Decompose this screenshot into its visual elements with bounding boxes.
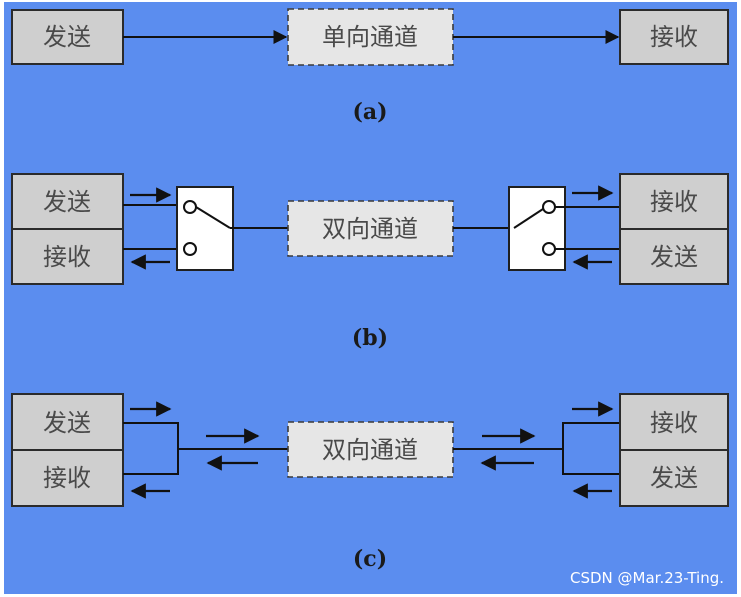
- a-recv-label: 接收: [650, 23, 698, 51]
- b-channel-label: 双向通道: [322, 215, 418, 243]
- c-left-send-label: 发送: [43, 409, 91, 437]
- c-right-send-block: 发送: [619, 449, 729, 507]
- c-left-recv-label: 接收: [43, 464, 91, 492]
- diagram-background: [4, 2, 737, 594]
- b-right-switch: [508, 186, 566, 271]
- b-right-send-label: 发送: [650, 243, 698, 271]
- caption-b: (b): [352, 325, 388, 351]
- c-right-recv-label: 接收: [650, 409, 698, 437]
- b-right-switch-contact-bottom: [542, 242, 556, 256]
- c-duplex-channel: 双向通道: [287, 421, 454, 478]
- b-left-switch-contact-top: [183, 200, 197, 214]
- b-left-recv-block: 接收: [11, 228, 124, 285]
- a-send-block: 发送: [11, 9, 124, 65]
- b-right-switch-lever: [513, 208, 544, 229]
- b-left-send-label: 发送: [43, 188, 91, 216]
- panel-c: 发送 接收 双向通道 接收 发送 (c): [11, 393, 729, 572]
- c-left-send-block: 发送: [11, 393, 124, 451]
- panel-a: 发送 单向通道 接收 (a): [11, 8, 729, 125]
- b-duplex-channel: 双向通道: [287, 200, 454, 257]
- caption-a: (a): [352, 99, 387, 125]
- b-right-recv-label: 接收: [650, 188, 698, 216]
- panel-b: 发送 接收 双向通道: [11, 173, 729, 351]
- a-channel-label: 单向通道: [322, 23, 418, 51]
- caption-c: (c): [353, 546, 387, 572]
- c-right-bus: [562, 422, 620, 475]
- c-left-recv-block: 接收: [11, 449, 124, 507]
- a-send-label: 发送: [43, 23, 91, 51]
- c-channel-label: 双向通道: [322, 436, 418, 464]
- a-simplex-channel: 单向通道: [287, 8, 454, 66]
- b-right-switch-contact-top: [542, 200, 556, 214]
- watermark: CSDN @Mar.23-Ting.: [570, 569, 724, 587]
- b-right-send-block: 发送: [619, 228, 729, 285]
- a-recv-block: 接收: [619, 9, 729, 65]
- c-right-send-label: 发送: [650, 464, 698, 492]
- c-right-recv-block: 接收: [619, 393, 729, 451]
- b-left-switch-contact-bottom: [183, 242, 197, 256]
- b-left-recv-label: 接收: [43, 243, 91, 271]
- b-right-recv-block: 接收: [619, 173, 729, 230]
- b-left-switch-lever: [195, 206, 231, 229]
- b-left-switch: [176, 186, 234, 271]
- b-left-send-block: 发送: [11, 173, 124, 230]
